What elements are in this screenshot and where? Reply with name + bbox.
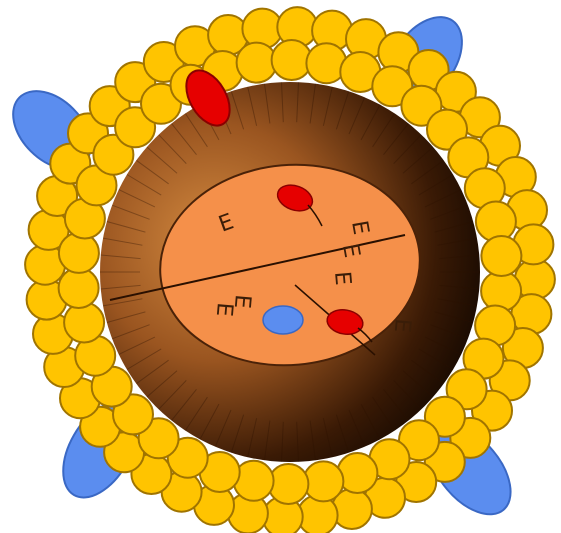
glyph-e-4: E <box>329 270 355 286</box>
phospholipid-head <box>59 233 99 273</box>
phospholipid-head <box>476 202 516 242</box>
phospholipid-head <box>268 464 308 504</box>
blue-marker <box>263 306 303 334</box>
phospholipid-head <box>59 268 99 308</box>
phospholipid-head <box>64 303 104 343</box>
phospholipid-head <box>481 271 521 311</box>
phospholipid-head <box>303 461 343 501</box>
glyph-e-7: E <box>389 317 415 333</box>
glyph-e-6: E <box>229 293 255 309</box>
phospholipid-head <box>272 40 312 80</box>
phospholipid-head <box>237 43 277 83</box>
phospholipid-head <box>481 236 521 276</box>
